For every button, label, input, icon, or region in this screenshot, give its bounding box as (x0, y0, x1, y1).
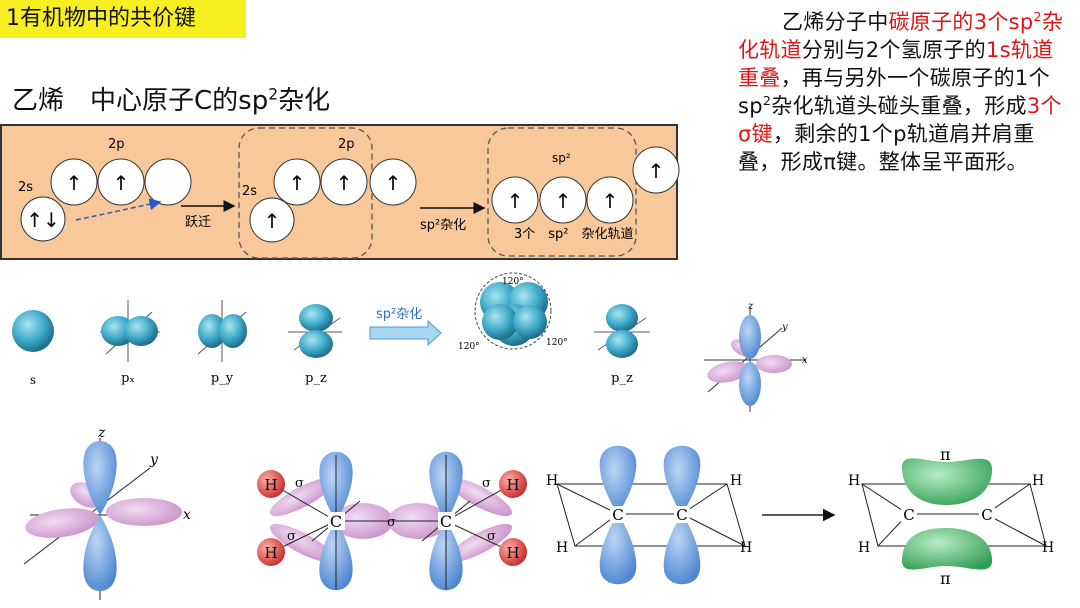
axis-x-small: x (802, 355, 808, 366)
axis-z: z (97, 425, 106, 441)
ethylene-sigma-diagram: H H H H C C σ σ σ σ σ (257, 452, 527, 591)
pi-cloud-bottom (902, 528, 992, 570)
band-left-config: 2p 2s ↑ ↑ ↑↓ 跃迁 (18, 137, 234, 241)
label-2p-mid: 2p (338, 137, 355, 152)
electron-up: ↑ (113, 171, 130, 195)
axis-x: x (183, 507, 191, 523)
label-sp2-bottom: 3个 sp² 杂化轨道 (514, 227, 634, 242)
label-sigma: σ (287, 529, 296, 544)
label-c: C (903, 506, 914, 524)
ethylene-pi-diagram: C C H H H H π π (848, 445, 1054, 588)
label-c: C (440, 512, 452, 531)
label-s: s (30, 373, 36, 387)
label-2s-left: 2s (18, 180, 33, 195)
angle-label-right: 120° (546, 338, 568, 348)
electron-up: ↑ (66, 171, 83, 195)
electron-up: ↑ (648, 159, 665, 183)
axis-z-small: z (747, 301, 754, 312)
sp2-p-orbital-large: z y x (23, 425, 191, 600)
electron-up: ↑ (507, 189, 524, 213)
label-2p-left: 2p (108, 137, 125, 152)
px-orbital (100, 300, 160, 362)
electron-pair: ↑↓ (26, 208, 60, 232)
label-px: pₓ (121, 371, 135, 386)
band-right-config: sp² ↑ ↑ ↑ ↑ 3个 sp² 杂化轨道 (488, 128, 679, 256)
label-h: H (730, 473, 742, 489)
electron-up: ↑ (289, 171, 306, 195)
label-pi-bottom: π (940, 569, 951, 588)
label-transition: 跃迁 (185, 215, 211, 230)
label-h: H (1032, 473, 1044, 489)
label-sp2-hybridize: sp²杂化 (376, 307, 422, 322)
band-mid-config: 2p 2s ↑ ↑ ↑ ↑ sp²杂化 (239, 128, 484, 258)
label-h: H (858, 540, 870, 556)
orbital-2p-3 (145, 159, 191, 205)
label-h: H (740, 540, 752, 556)
pz-orbital (288, 304, 342, 358)
ethylene-p-orbital-diagram: C C H H H H (546, 446, 752, 585)
label-h: H (506, 544, 519, 562)
label-pz: p_z (305, 371, 327, 386)
electron-up: ↑ (385, 171, 402, 195)
label-sigma: σ (487, 529, 496, 544)
electron-up: ↑ (336, 171, 353, 195)
electron-up: ↑ (555, 189, 572, 213)
label-c: C (612, 506, 623, 524)
label-sigma: σ (295, 476, 304, 491)
s-orbital (12, 310, 54, 352)
electron-up: ↑ (602, 189, 619, 213)
angle-label-top: 120° (502, 277, 524, 287)
label-h: H (556, 540, 568, 556)
label-sigma: σ (482, 476, 491, 491)
label-h: H (1042, 540, 1054, 556)
label-c: C (981, 506, 992, 524)
orbital-row: s pₓ p_y p_z sp²杂化 120° 120° 120° (12, 273, 808, 412)
angle-label-left: 120° (458, 342, 480, 352)
label-pz-remaining: p_z (611, 371, 633, 386)
label-c: C (676, 506, 687, 524)
py-orbital (198, 300, 247, 362)
label-hybridize: sp²杂化 (420, 218, 466, 233)
pz-remaining-orbital (594, 304, 650, 358)
label-2s-mid: 2s (242, 184, 257, 199)
label-sigma: σ (387, 515, 396, 530)
label-h: H (848, 473, 860, 489)
sp2-hybridize-arrow (370, 321, 441, 345)
sp2-plus-p-small: z y x (704, 301, 808, 412)
label-h: H (506, 476, 519, 494)
electron-up: ↑ (264, 209, 281, 233)
label-sp2-top: sp² (552, 151, 571, 165)
axis-y-small: y (781, 322, 788, 333)
label-h: H (264, 476, 277, 494)
label-h: H (546, 473, 558, 489)
pi-cloud-top (902, 458, 992, 505)
label-h: H (264, 544, 277, 562)
label-pi-top: π (940, 445, 951, 464)
label-py: p_y (211, 371, 234, 386)
label-c: C (330, 512, 342, 531)
axis-y: y (149, 452, 159, 468)
